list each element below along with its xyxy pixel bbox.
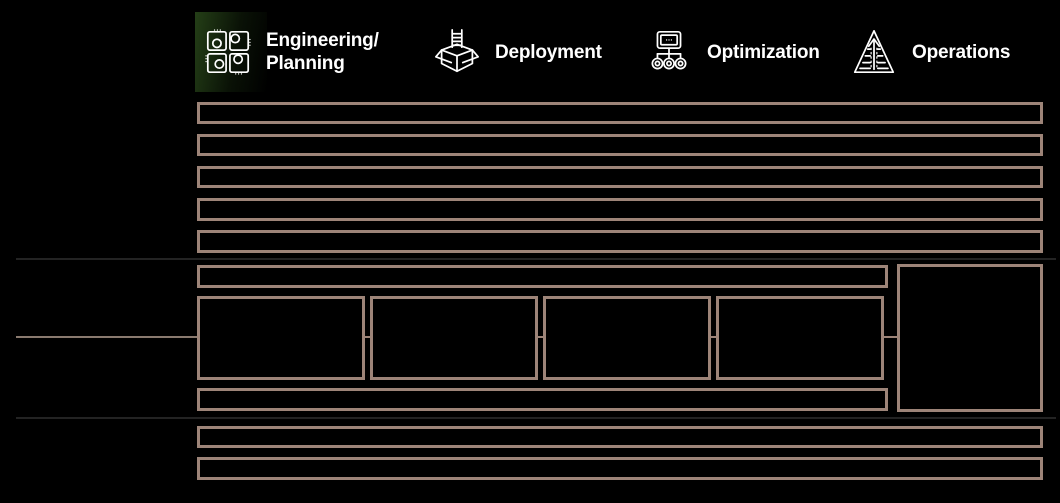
pipeline-row-5: [197, 230, 1043, 253]
puzzle-icon: [203, 27, 253, 77]
optimization-network-icon: [644, 27, 694, 77]
phase-label: Optimization: [707, 41, 820, 63]
group-bottom-bar: [197, 388, 888, 411]
phase-label: Operations: [912, 41, 1011, 63]
pipeline-row-3: [197, 166, 1043, 188]
left-pointer-line: [16, 336, 197, 338]
pipeline-row-2: [197, 134, 1043, 156]
phase-operations: Operations: [849, 12, 1011, 92]
group-box-4: [716, 296, 884, 380]
connector-box4-sidebox: [884, 336, 897, 338]
pipeline-row-7: [197, 457, 1043, 480]
pipeline-row-6: [197, 426, 1043, 448]
phase-engineering-planning: Engineering/ Planning: [203, 12, 379, 92]
phase-optimization: Optimization: [644, 12, 820, 92]
section-divider-bottom: [16, 417, 1056, 419]
pipeline-row-4: [197, 198, 1043, 221]
group-side-box: [897, 264, 1043, 412]
phase-deployment: Deployment: [432, 12, 602, 92]
connector-box2-box3: [538, 336, 544, 338]
pipeline-row-1: [197, 102, 1043, 124]
operations-pyramid-icon: [849, 27, 899, 77]
phase-highlight-gradient: [195, 12, 267, 92]
phase-label: Engineering/ Planning: [266, 29, 379, 75]
group-box-3: [543, 296, 711, 380]
phase-label-line1: Engineering/: [266, 30, 379, 51]
phase-label-line2: Planning: [266, 53, 345, 74]
section-divider-top: [16, 258, 1056, 260]
group-box-2: [370, 296, 538, 380]
group-box-1: [197, 296, 365, 380]
group-top-bar: [197, 265, 888, 288]
connector-box3-box4: [711, 336, 717, 338]
deployment-box-icon: [432, 27, 482, 77]
phase-label: Deployment: [495, 41, 602, 63]
connector-box1-box2: [365, 336, 371, 338]
